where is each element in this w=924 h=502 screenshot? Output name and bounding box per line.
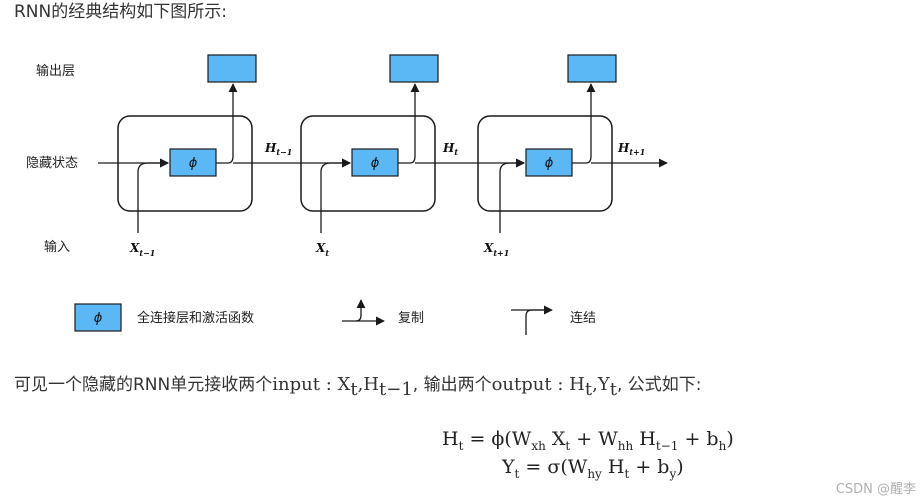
x-label-1: Xt−1 xyxy=(129,241,155,258)
phi-box xyxy=(525,148,573,177)
explanation-sentence: 可见一个隐藏的RNN单元接收两个input : Xt,Ht−1, 输出两个out… xyxy=(14,374,702,400)
legend-fc-label: 全连接层和激活函数 xyxy=(137,310,254,326)
copy-icon xyxy=(342,299,385,326)
rnn-cell-1: ϕ xyxy=(117,54,257,233)
intro-text: RNN的经典结构如下图所示: xyxy=(14,2,227,22)
legend-copy-label: 复制 xyxy=(398,311,424,326)
phi-box xyxy=(169,148,217,177)
output-layer-label: 输出层 xyxy=(36,63,75,79)
x-label-3: Xt+1 xyxy=(483,241,509,258)
output-box xyxy=(567,54,617,83)
phi-symbol: ϕ xyxy=(189,156,198,171)
concat-icon xyxy=(511,305,553,335)
legend: ϕ 全连接层和激活函数 复制 连结 xyxy=(74,299,596,335)
phi-symbol: ϕ xyxy=(371,156,380,171)
h-label-3: Ht+1 xyxy=(617,141,645,157)
formula-output: Yt = σ(Why Ht + by) xyxy=(502,456,684,481)
rnn-diagram: 输出层 隐藏状态 输入 ϕ ϕ ϕ Ht−1 Ht xyxy=(26,54,668,335)
legend-concat-label: 连结 xyxy=(570,310,596,326)
watermark: CSDN @醒李 xyxy=(835,482,916,497)
formula-hidden: Ht = ϕ(Wxh Xt + Whh Ht−1 + bh) xyxy=(442,428,734,453)
rnn-cell-2: ϕ xyxy=(300,54,439,233)
output-box xyxy=(389,54,439,83)
phi-box xyxy=(351,148,399,177)
h-label-1: Ht−1 xyxy=(264,141,292,157)
legend-fc-box xyxy=(74,303,122,332)
x-label-2: Xt xyxy=(315,241,329,258)
rnn-cell-3: ϕ xyxy=(477,54,617,233)
input-word: input xyxy=(272,374,320,395)
legend-phi: ϕ xyxy=(94,311,103,326)
output-box xyxy=(207,54,257,83)
phi-symbol: ϕ xyxy=(545,156,554,171)
output-word: output xyxy=(491,374,552,395)
h-label-2: Ht xyxy=(442,141,458,157)
input-label: 输入 xyxy=(44,239,70,255)
hidden-state-label: 隐藏状态 xyxy=(26,156,78,171)
